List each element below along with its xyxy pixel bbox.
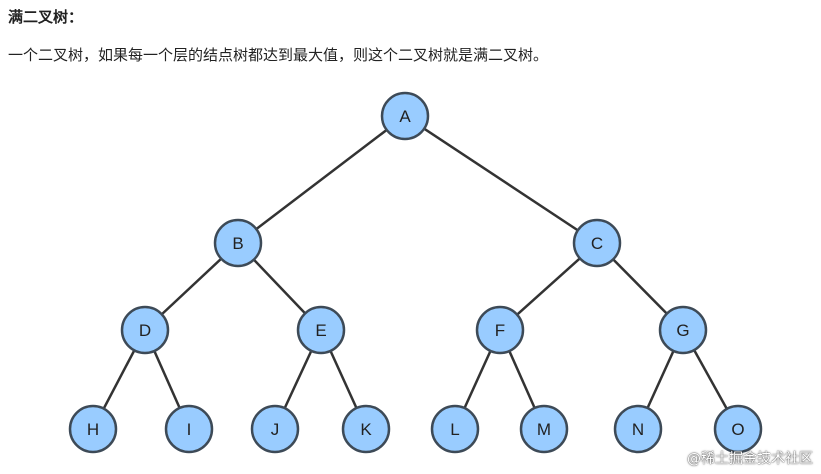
tree-node-f: F bbox=[475, 305, 525, 355]
node-circle bbox=[250, 404, 300, 454]
node-circle bbox=[341, 404, 391, 454]
tree-node-b: B bbox=[213, 218, 263, 268]
tree-node-g: G bbox=[658, 305, 708, 355]
node-circle bbox=[164, 404, 214, 454]
node-label: M bbox=[537, 420, 551, 439]
tree-node-m: M bbox=[519, 404, 569, 454]
node-label: D bbox=[139, 321, 151, 340]
node-circle bbox=[380, 91, 430, 141]
tree-node-n: N bbox=[613, 404, 663, 454]
section-heading: 满二叉树： bbox=[8, 8, 84, 26]
tree-edges bbox=[91, 114, 740, 430]
node-label: N bbox=[632, 420, 644, 439]
tree-node-a: A bbox=[380, 91, 430, 141]
node-label: I bbox=[187, 420, 192, 439]
tree-node-i: I bbox=[164, 404, 214, 454]
node-circle bbox=[713, 404, 763, 454]
definition-text: 一个二叉树，如果每一个层的结点树都达到最大值，则这个二叉树就是满二叉树。 bbox=[8, 46, 549, 64]
edge-a-b bbox=[237, 115, 406, 244]
node-label: B bbox=[232, 234, 243, 253]
node-circle bbox=[475, 305, 525, 355]
node-label: G bbox=[676, 321, 689, 340]
node-circle bbox=[120, 305, 170, 355]
tree-node-k: K bbox=[341, 404, 391, 454]
node-circle bbox=[430, 404, 480, 454]
node-circle bbox=[296, 305, 346, 355]
node-label: E bbox=[315, 321, 326, 340]
node-circle bbox=[658, 305, 708, 355]
node-circle bbox=[213, 218, 263, 268]
tree-node-d: D bbox=[120, 305, 170, 355]
edge-a-c bbox=[404, 114, 598, 245]
node-label: J bbox=[271, 420, 280, 439]
node-circle bbox=[519, 404, 569, 454]
node-label: H bbox=[87, 420, 99, 439]
node-label: O bbox=[731, 420, 744, 439]
node-label: A bbox=[399, 107, 411, 126]
watermark: @稀土掘金技术社区 bbox=[687, 451, 813, 467]
node-label: L bbox=[450, 420, 459, 439]
tree-node-l: L bbox=[430, 404, 480, 454]
node-circle bbox=[68, 404, 118, 454]
tree-node-c: C bbox=[572, 218, 622, 268]
node-circle bbox=[572, 218, 622, 268]
node-label: C bbox=[591, 234, 603, 253]
node-label: F bbox=[495, 321, 505, 340]
node-label: K bbox=[360, 420, 372, 439]
tree-node-e: E bbox=[296, 305, 346, 355]
tree-node-j: J bbox=[250, 404, 300, 454]
tree-node-h: H bbox=[68, 404, 118, 454]
tree-nodes: A B C D E F G H I J K L M N O bbox=[68, 91, 763, 454]
tree-node-o: O bbox=[713, 404, 763, 454]
node-circle bbox=[613, 404, 663, 454]
